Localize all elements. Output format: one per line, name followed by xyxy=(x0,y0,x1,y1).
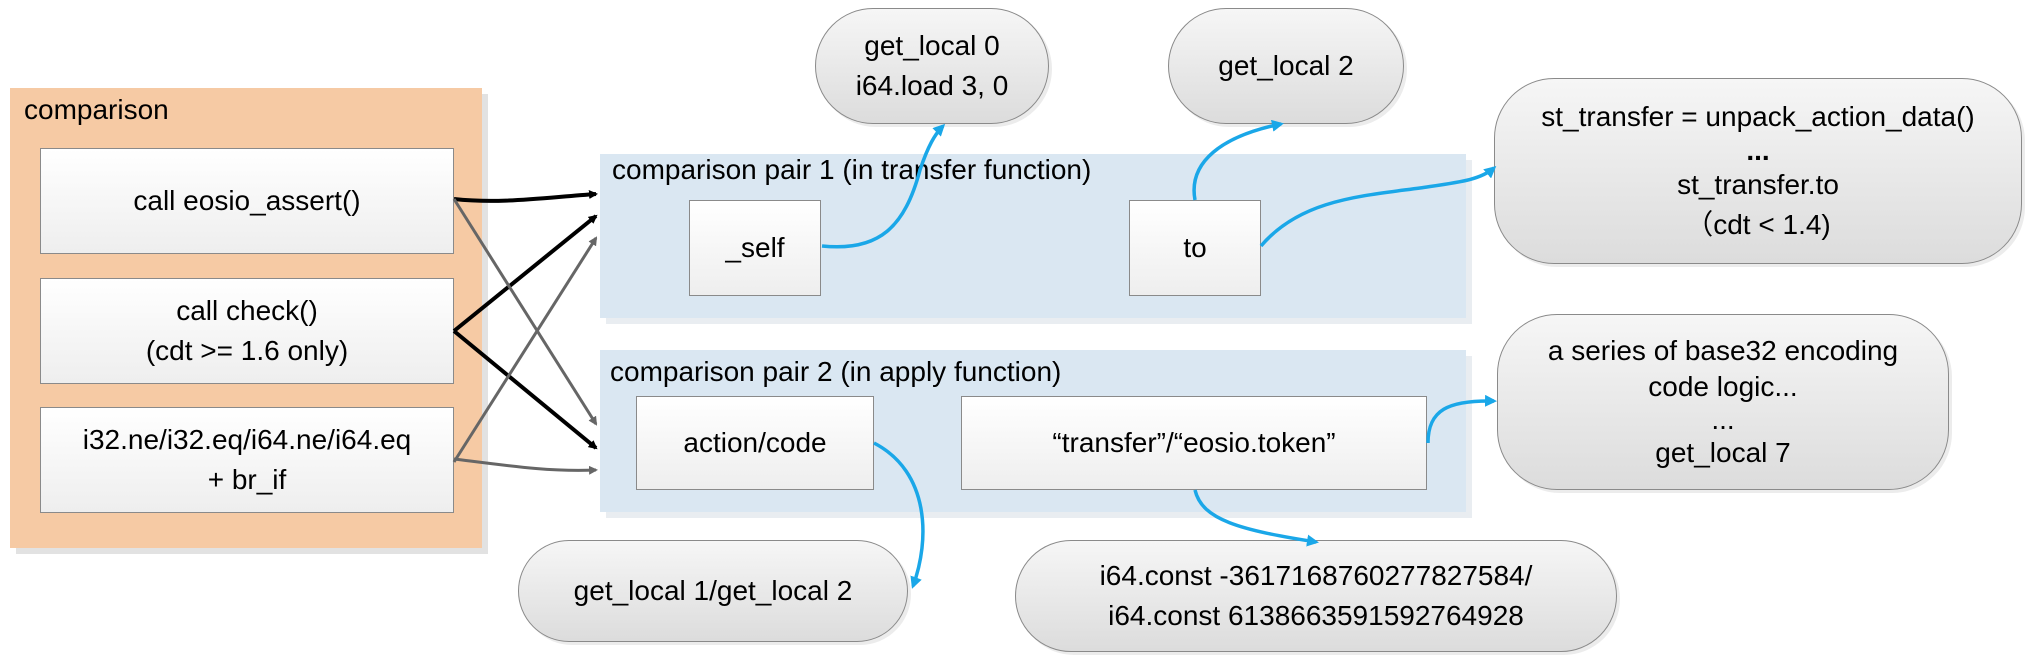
bubble-line: st_transfer.to xyxy=(1677,169,1839,200)
transfer-token-label: “transfer”/“eosio.token” xyxy=(1052,427,1336,458)
check-note: (cdt >= 1.6 only) xyxy=(145,335,349,366)
pair1-title: comparison pair 1 (in transfer function) xyxy=(612,154,1092,185)
check-box: call check() (cdt >= 1.6 only) xyxy=(40,278,454,384)
bubble-line: st_transfer = unpack_action_data() xyxy=(1541,101,1975,132)
base32-bubble: a series of base32 encoding code logic..… xyxy=(1497,314,1949,490)
eosio-assert-box: call eosio_assert() xyxy=(40,148,454,254)
instruction-note: + br_if xyxy=(207,464,287,495)
bubble-line: a series of base32 encoding xyxy=(1547,335,1899,366)
bubble-line: get_local 7 xyxy=(1655,437,1791,468)
instruction-label: i32.ne/i32.eq/i64.ne/i64.eq xyxy=(82,424,412,455)
bubble-line: ... xyxy=(1711,404,1735,435)
to-box: to xyxy=(1129,200,1261,296)
to-wasm-bubble: get_local 2 xyxy=(1168,8,1404,124)
to-label: to xyxy=(1183,232,1207,263)
action-code-label: action/code xyxy=(683,427,827,458)
self-box: _self xyxy=(689,200,821,296)
action-code-box: action/code xyxy=(636,396,874,490)
bubble-line: i64.const -3617168760277827584/ xyxy=(1099,560,1533,591)
st-transfer-bubble: st_transfer = unpack_action_data() ... s… xyxy=(1494,78,2022,264)
transfer-token-box: “transfer”/“eosio.token” xyxy=(961,396,1427,490)
instruction-box: i32.ne/i32.eq/i64.ne/i64.eq + br_if xyxy=(40,407,454,513)
const-wasm-bubble: i64.const -3617168760277827584/ i64.cons… xyxy=(1015,540,1617,652)
self-label: _self xyxy=(725,232,785,263)
bubble-line: get_local 1/get_local 2 xyxy=(573,575,853,606)
pair2-title: comparison pair 2 (in apply function) xyxy=(610,356,1062,387)
bubble-line: get_local 2 xyxy=(1218,50,1354,81)
check-label: call check() xyxy=(176,295,318,326)
action-code-wasm-bubble: get_local 1/get_local 2 xyxy=(518,540,908,642)
bubble-line: i64.const 6138663591592764928 xyxy=(1108,600,1524,631)
self-wasm-bubble: get_local 0 i64.load 3, 0 xyxy=(815,8,1049,124)
bubble-line: ... xyxy=(1746,135,1770,166)
bubble-line: code logic... xyxy=(1648,371,1798,402)
bubble-line: get_local 0 xyxy=(864,30,1000,61)
bubble-line: （cdt < 1.4) xyxy=(1685,209,1831,240)
comparison-title: comparison xyxy=(24,94,169,125)
eosio-assert-label: call eosio_assert() xyxy=(133,185,361,216)
bubble-line: i64.load 3, 0 xyxy=(855,70,1009,101)
